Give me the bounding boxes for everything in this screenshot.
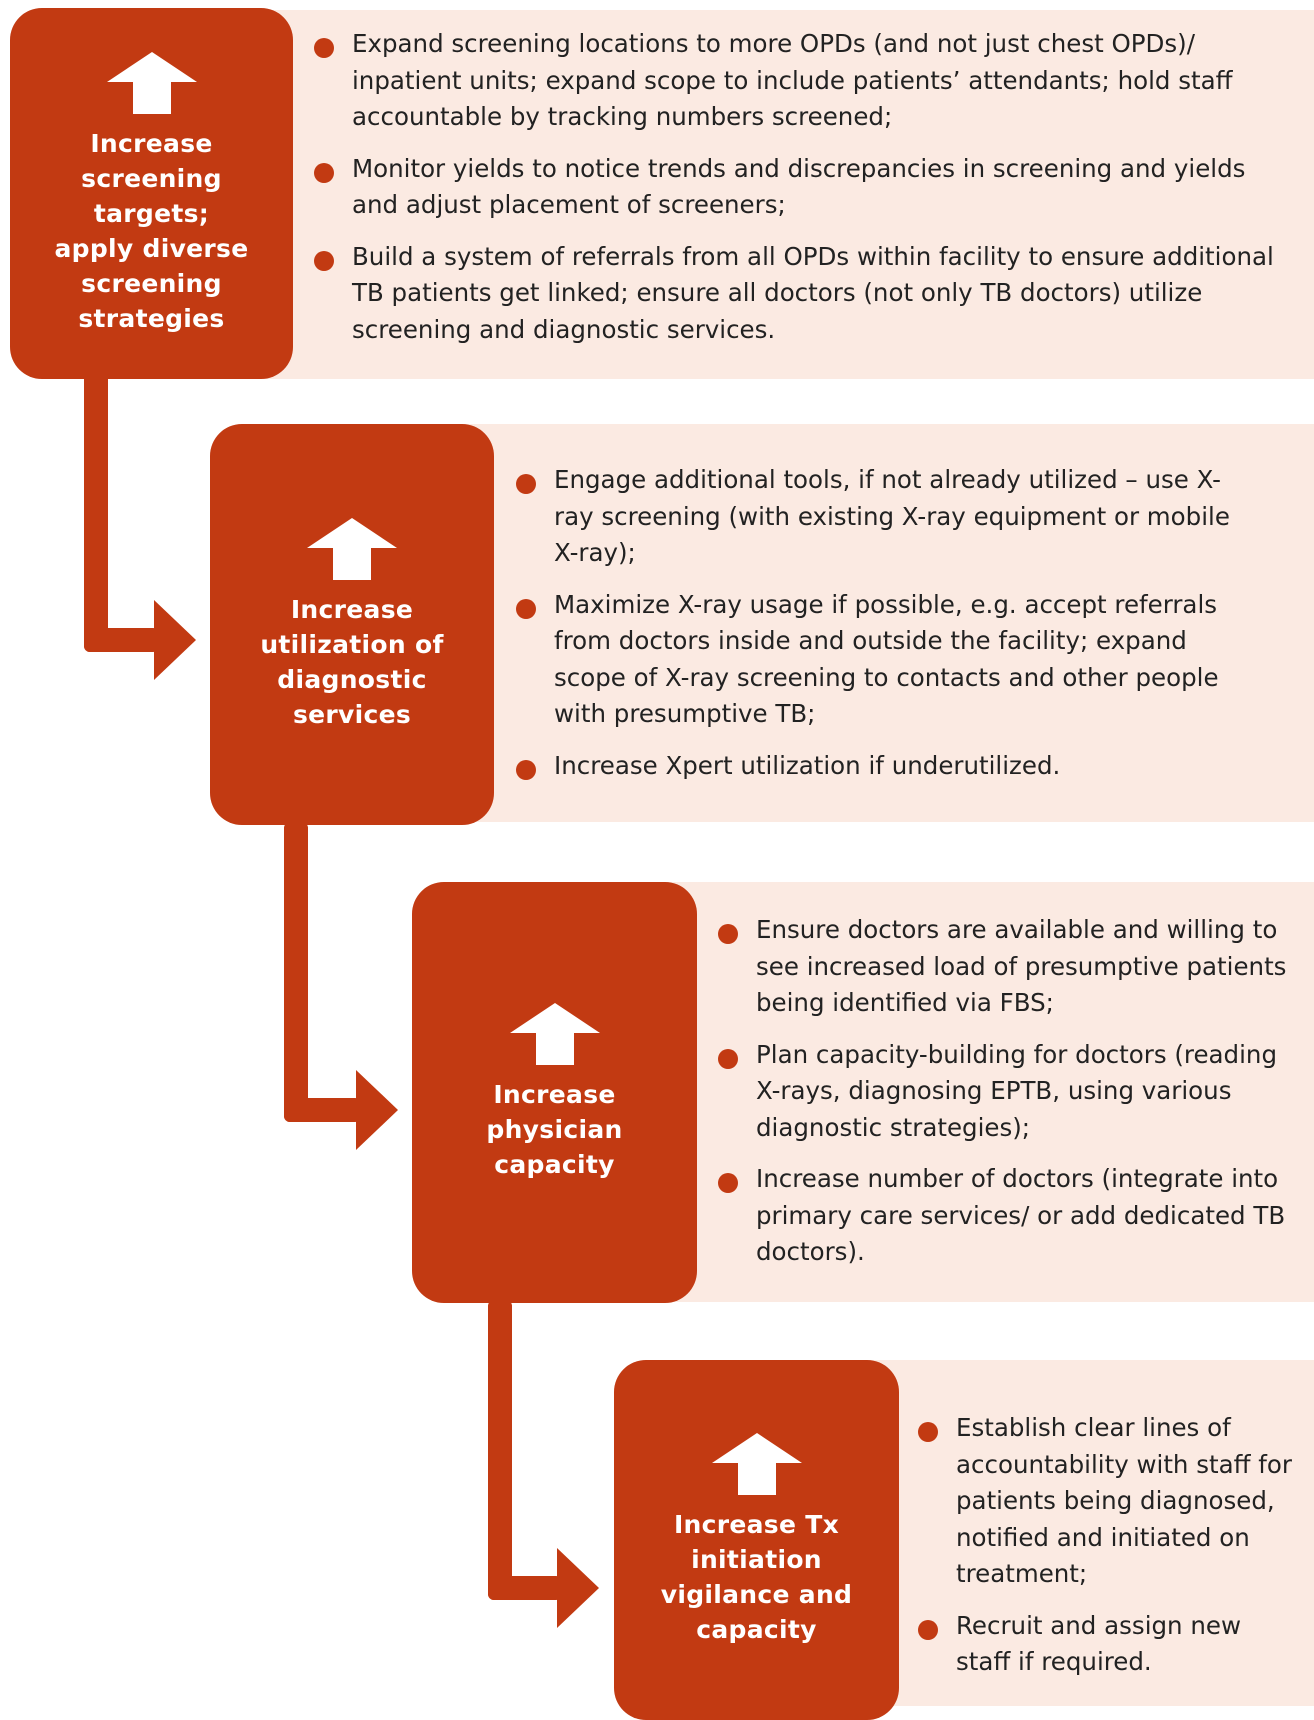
list-item: Increase Xpert utilization if underutili… (516, 748, 1256, 785)
step-2-panel (340, 424, 1314, 822)
list-item: Establish clear lines of accountability … (918, 1410, 1294, 1593)
step-2-title: Increase utilization of diagnostic servi… (260, 594, 444, 729)
step-3-bullets: Ensure doctors are available and willing… (718, 912, 1294, 1286)
bullet-dot-icon (718, 1173, 738, 1193)
step-3-title: Increase physician capacity (486, 1080, 623, 1179)
step-2-card: Increase utilization of diagnostic servi… (210, 424, 494, 825)
step-3-card: Increase physician capacity (412, 882, 697, 1303)
bullet-dot-icon (718, 924, 738, 944)
bullet-dot-icon (516, 598, 536, 619)
step-4-title: Increase Tx initiation vigilance and cap… (660, 1510, 853, 1644)
list-item: Increase number of doctors (integrate in… (718, 1161, 1294, 1271)
step-4-bullets: Establish clear lines of accountability … (918, 1410, 1294, 1696)
list-item: Plan capacity-building for doctors (read… (718, 1037, 1294, 1147)
up-arrow-icon (307, 517, 397, 580)
step-4-card: Increase Tx initiation vigilance and cap… (614, 1360, 899, 1720)
step-1-bullets: Expand screening locations to more OPDs … (314, 26, 1294, 363)
list-item: Engage additional tools, if not already … (516, 462, 1256, 572)
up-arrow-icon (711, 1433, 802, 1495)
step-1-card: Increase screening targets; apply divers… (10, 8, 293, 379)
list-item: Ensure doctors are available and willing… (718, 912, 1294, 1022)
step-1-title: Increase screening targets; apply divers… (54, 128, 249, 333)
up-arrow-icon (509, 1003, 600, 1065)
bullet-dot-icon (718, 1048, 738, 1069)
bullet-dot-icon (516, 759, 536, 780)
connector-arrow-3 (488, 1300, 599, 1628)
bullet-dot-icon (314, 162, 334, 183)
step-1-panel (140, 10, 1314, 379)
list-item: Maximize X-ray usage if possible, e.g. a… (516, 587, 1256, 733)
list-item: Build a system of referrals from all OPD… (314, 239, 1294, 349)
up-arrow-icon (106, 51, 197, 114)
list-item: Monitor yields to notice trends and disc… (314, 151, 1294, 224)
connector-arrow-1 (84, 370, 196, 680)
step-2-bullets: Engage additional tools, if not already … (516, 462, 1256, 799)
list-item: Recruit and assign new staff if required… (918, 1608, 1294, 1681)
bullet-dot-icon (314, 38, 334, 58)
bullet-dot-icon (314, 250, 334, 271)
list-item: Expand screening locations to more OPDs … (314, 26, 1294, 136)
bullet-dot-icon (918, 1422, 938, 1442)
connector-arrow-2 (284, 822, 398, 1150)
bullet-dot-icon (918, 1619, 938, 1640)
bullet-dot-icon (516, 474, 536, 494)
